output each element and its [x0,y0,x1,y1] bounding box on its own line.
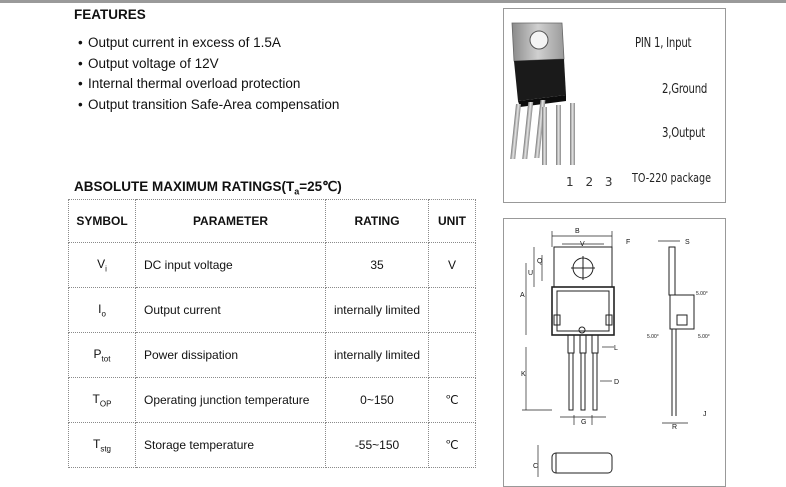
dim-label-Q: Q [537,258,543,265]
dim-label-A: A [520,292,525,299]
dim-label-K: K [521,371,526,378]
table-row: Vi DC input voltage 35 V [68,242,476,288]
pin-numbers: 1 2 3 [566,175,617,189]
parameter-cell: Operating junction temperature [135,377,326,423]
features-list: •Output current in excess of 1.5A •Outpu… [78,33,339,116]
rating-cell: internally limited [325,332,429,378]
rating-cell: 35 [325,242,429,288]
dim-label-V: V [580,241,585,248]
feature-item: •Output current in excess of 1.5A [78,35,281,50]
unit-cell [428,287,476,333]
feature-item: •Output voltage of 12V [78,55,219,71]
parameter-cell: Storage temperature [135,422,326,468]
unit-cell: V [428,242,476,288]
dim-label-B: B [575,228,580,235]
package-name: TO-220 package [632,171,712,185]
dim-label-G: G [581,419,586,426]
angle-label: 5.00° [696,291,708,297]
dim-label-J: J [703,411,707,418]
rating-cell: internally limited [325,287,429,333]
header-rating: RATING [325,199,429,243]
header-unit: UNIT [428,199,476,243]
table-header-row: SYMBOL PARAMETER RATING UNIT [68,199,476,243]
parameter-cell: DC input voltage [135,242,326,288]
angle-label: 5.00° [698,334,710,340]
dim-label-R: R [672,424,677,431]
symbol-cell: Io [68,287,136,333]
table-row: TOP Operating junction temperature 0~150… [68,377,476,423]
parameter-cell: Power dissipation [135,332,326,378]
dim-label-D: D [614,379,619,386]
symbol-cell: Tstg [68,422,136,468]
feature-item: •Output transition Safe-Area compensatio… [78,97,340,113]
package-photo-panel: PIN 1, Input 2,Ground 3,Output 1 2 3 TO-… [503,8,726,203]
pin3-label: 3,Output [662,126,706,141]
ratings-title: ABSOLUTE MAXIMUM RATINGS(Ta=25℃) [74,179,342,197]
symbol-cell: Vi [68,242,136,288]
dim-label-U: U [528,270,533,277]
to220-photo-icon [510,22,575,165]
ratings-table: SYMBOL PARAMETER RATING UNIT Vi DC input… [68,199,476,468]
dim-label-F: F [626,239,630,246]
rating-cell: 0~150 [325,377,429,423]
table-row: Tstg Storage temperature -55~150 ℃ [68,422,476,468]
header-symbol: SYMBOL [68,199,136,243]
pin2-label: 2,Ground [662,82,708,97]
rating-cell: -55~150 [325,422,429,468]
symbol-cell: TOP [68,377,136,423]
unit-cell: ℃ [428,377,476,423]
table-row: Ptot Power dissipation internally limite… [68,332,476,378]
features-title: FEATURES [74,7,146,22]
top-rule [0,0,786,3]
unit-cell: ℃ [428,422,476,468]
dim-label-C: C [533,463,538,470]
dim-label-S: S [685,239,690,246]
dimension-drawing-panel: B V F S Q U A L D K G J R C 5.00° 5.00° … [503,218,726,487]
pin1-label: PIN 1, Input [635,36,692,51]
angle-label: 5.00° [647,334,659,340]
table-row: Io Output current internally limited [68,287,476,333]
symbol-cell: Ptot [68,332,136,378]
feature-item: •Internal thermal overload protection [78,76,301,92]
header-parameter: PARAMETER [135,199,326,243]
unit-cell [428,332,476,378]
to220-dimension-drawing: B V F S Q U A L D K G J R C 5.00° 5.00° … [520,228,710,477]
dim-label-L: L [614,345,618,352]
parameter-cell: Output current [135,287,326,333]
